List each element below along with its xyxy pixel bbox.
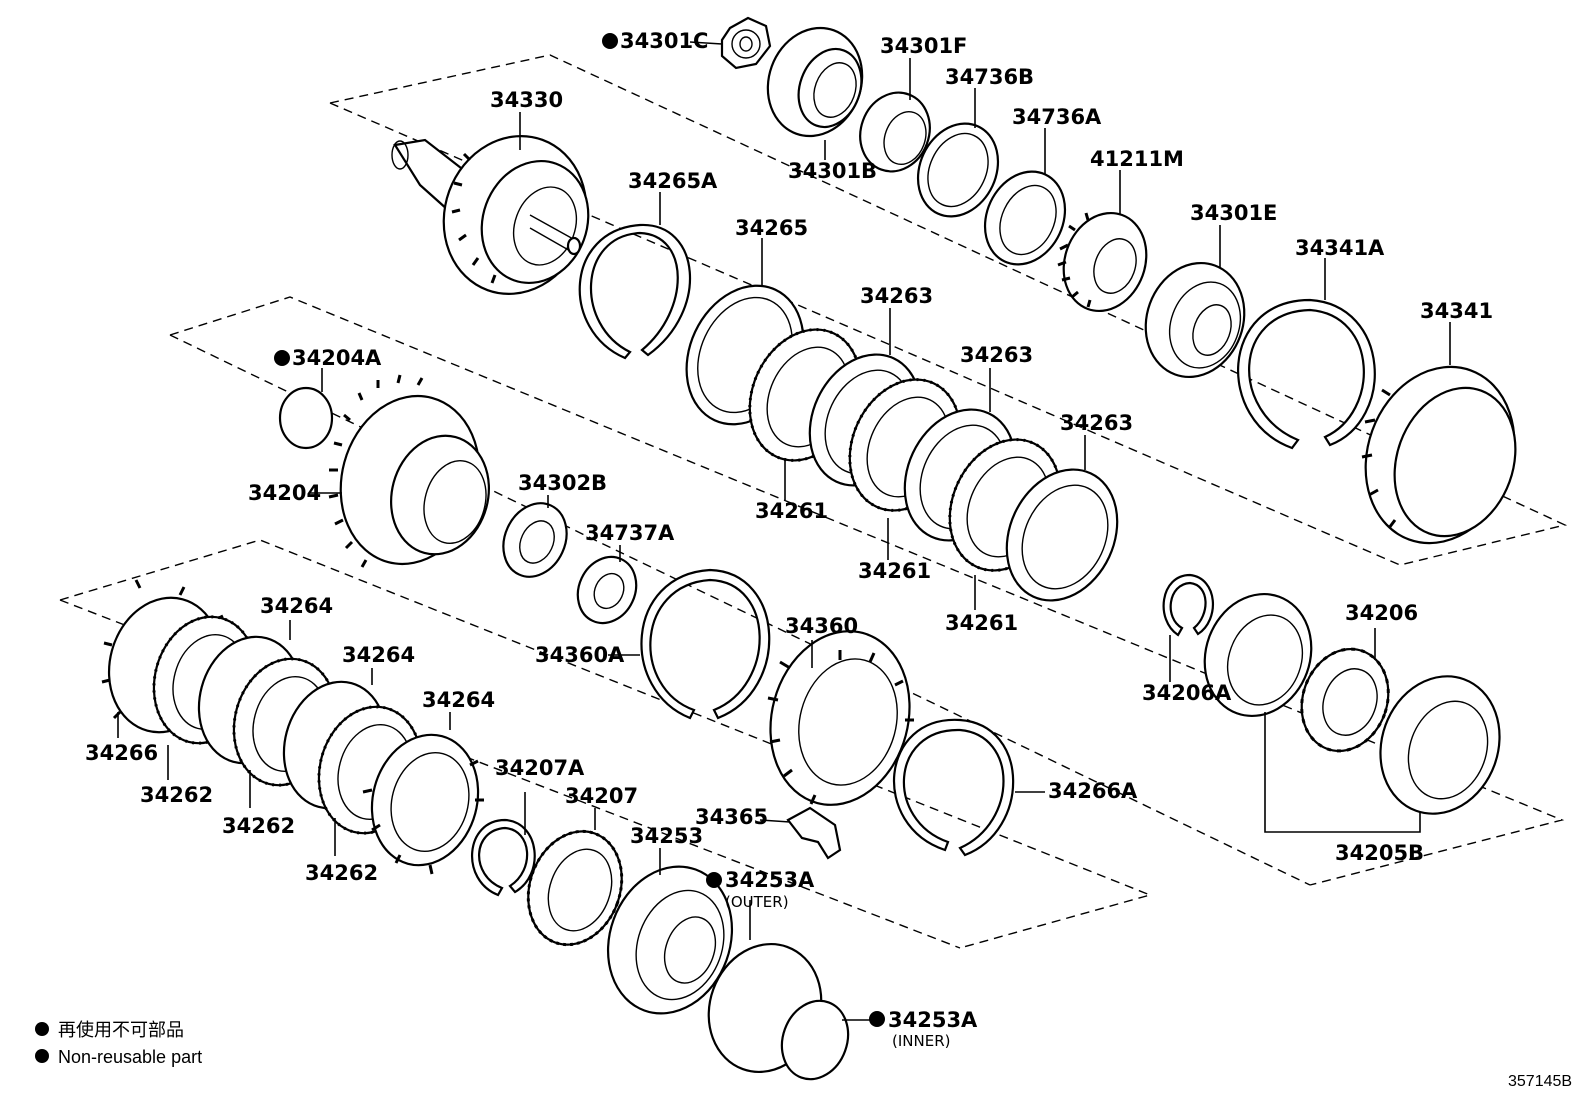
callout-34264-c[interactable]: 34264 (422, 688, 495, 712)
lower-group-outline (59, 539, 1153, 949)
legend-japanese-text: 再使用不可部品 (58, 1020, 184, 1040)
nut-drawing (720, 16, 772, 70)
callout-34261-c[interactable]: 34261 (945, 611, 1018, 635)
callout-34360[interactable]: 34360 (785, 614, 858, 638)
o-ring-34204A-drawing (278, 386, 334, 450)
group-outlines (59, 54, 1568, 949)
callout-34204A[interactable]: 34204A (292, 346, 382, 370)
bearing-34205B-outer-drawing (1203, 592, 1313, 718)
middle-group-outline-left (169, 334, 1311, 886)
middle-group-outline (169, 296, 1565, 886)
legend-dot-english (35, 1049, 49, 1063)
callout-34301E[interactable]: 34301E (1190, 201, 1277, 225)
callout-34262-a[interactable]: 34262 (140, 783, 213, 807)
callout-34263-c[interactable]: 34263 (1060, 411, 1133, 435)
callout-34264-a[interactable]: 34264 (260, 594, 333, 618)
callout-34266[interactable]: 34266 (85, 741, 158, 765)
clutch-pack-lower-drawing (101, 579, 484, 875)
legend-dot-japanese (35, 1022, 49, 1036)
roller-bearing-drawing (766, 26, 864, 138)
drum-34341-drawing (1361, 365, 1517, 545)
washer-34737A-drawing (576, 555, 638, 625)
sun-gear-drawing (1057, 211, 1148, 313)
snap-ring-34207A-drawing (471, 818, 536, 897)
non-reusable-dot (706, 872, 722, 888)
callout-34341A[interactable]: 34341A (1295, 236, 1385, 260)
legend: 再使用不可部品 Non-reusable part (35, 1020, 202, 1067)
callout-34261-a[interactable]: 34261 (755, 499, 828, 523)
lower-group-outline-left (59, 599, 961, 949)
shaft-carrier-drawing (391, 135, 590, 295)
clutch-pack-upper-drawing (748, 328, 1119, 602)
callout-34360A[interactable]: 34360A (535, 643, 625, 667)
callout-34341[interactable]: 34341 (1420, 299, 1493, 323)
callout-34206[interactable]: 34206 (1345, 601, 1418, 625)
callout-34262-b[interactable]: 34262 (222, 814, 295, 838)
callout-41211M[interactable]: 41211M (1090, 147, 1184, 171)
callout-34204[interactable]: 34204 (248, 481, 321, 505)
thrust-bearing-34302B-drawing (502, 502, 568, 578)
thrust-washer-34736B-drawing (916, 122, 1000, 218)
bearing-34301E-drawing (1144, 261, 1246, 379)
part-callouts: 34301C 34301F 34736B 34736A 34330 34301B… (85, 29, 1493, 1050)
snap-ring-34266A-drawing (892, 718, 1015, 857)
part-drawings (101, 16, 1517, 1081)
legend-english-text: Non-reusable part (58, 1047, 202, 1067)
upper-group-outline (329, 54, 1568, 566)
callout-34301B[interactable]: 34301B (788, 159, 877, 183)
non-reusable-dot (274, 350, 290, 366)
callout-34265A[interactable]: 34265A (628, 169, 718, 193)
callout-34253[interactable]: 34253 (630, 824, 703, 848)
o-ring-inner-34253A-drawing (780, 999, 850, 1081)
callout-34265[interactable]: 34265 (735, 216, 808, 240)
callout-34737A[interactable]: 34737A (585, 521, 675, 545)
callout-34253A-inner[interactable]: 34253A (888, 1008, 978, 1032)
gear-34204-drawing (328, 374, 490, 568)
callout-34207A[interactable]: 34207A (495, 756, 585, 780)
callout-34302B[interactable]: 34302B (518, 471, 607, 495)
callout-34301F[interactable]: 34301F (880, 34, 967, 58)
callout-34206A[interactable]: 34206A (1142, 681, 1232, 705)
callout-34736B[interactable]: 34736B (945, 65, 1034, 89)
non-reusable-dot (602, 33, 618, 49)
non-reusable-dot (869, 1011, 885, 1027)
document-id: 357145B (1508, 1073, 1572, 1090)
callout-34736A[interactable]: 34736A (1012, 105, 1102, 129)
callout-34263-b[interactable]: 34263 (960, 343, 1033, 367)
callout-34266A[interactable]: 34266A (1048, 779, 1138, 803)
callout-34301C[interactable]: 34301C (620, 29, 708, 53)
callout-34253A-outer[interactable]: 34253A (725, 868, 815, 892)
callout-34262-c[interactable]: 34262 (305, 861, 378, 885)
callout-34207[interactable]: 34207 (565, 784, 638, 808)
snap-ring-34265A-drawing (578, 223, 691, 360)
piston-34253-drawing (606, 865, 734, 1015)
callout-34330[interactable]: 34330 (490, 88, 563, 112)
callout-34264-b[interactable]: 34264 (342, 643, 415, 667)
clip-34365-drawing (786, 806, 842, 860)
callout-34365[interactable]: 34365 (695, 805, 768, 829)
piston-34360-drawing (767, 630, 914, 806)
snap-ring-34341A-drawing (1237, 298, 1376, 450)
callout-34253A-outer-note: (OUTER) (725, 893, 789, 911)
bearing-34205B-race-drawing (1379, 675, 1501, 815)
callout-34253A-inner-note: (INNER) (892, 1032, 950, 1050)
snap-ring-34206A-drawing (1162, 573, 1214, 637)
race-drawing (859, 91, 931, 173)
callout-34205B[interactable]: 34205B (1335, 841, 1424, 865)
leader-lines (117, 41, 1451, 1021)
callout-34261-b[interactable]: 34261 (858, 559, 931, 583)
needle-bearing-34206-drawing (1300, 647, 1390, 753)
return-spring-34207-drawing (526, 829, 624, 947)
snap-ring-34360A-drawing (640, 568, 771, 720)
callout-34263-a[interactable]: 34263 (860, 284, 933, 308)
